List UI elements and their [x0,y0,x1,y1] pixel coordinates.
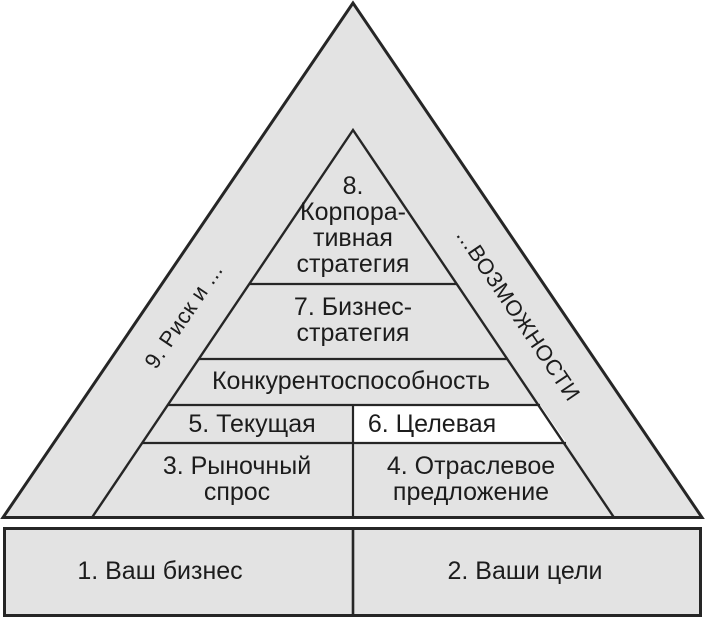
target-cell-highlight-shape [353,406,566,442]
inner-pyramid-shape [89,127,617,519]
